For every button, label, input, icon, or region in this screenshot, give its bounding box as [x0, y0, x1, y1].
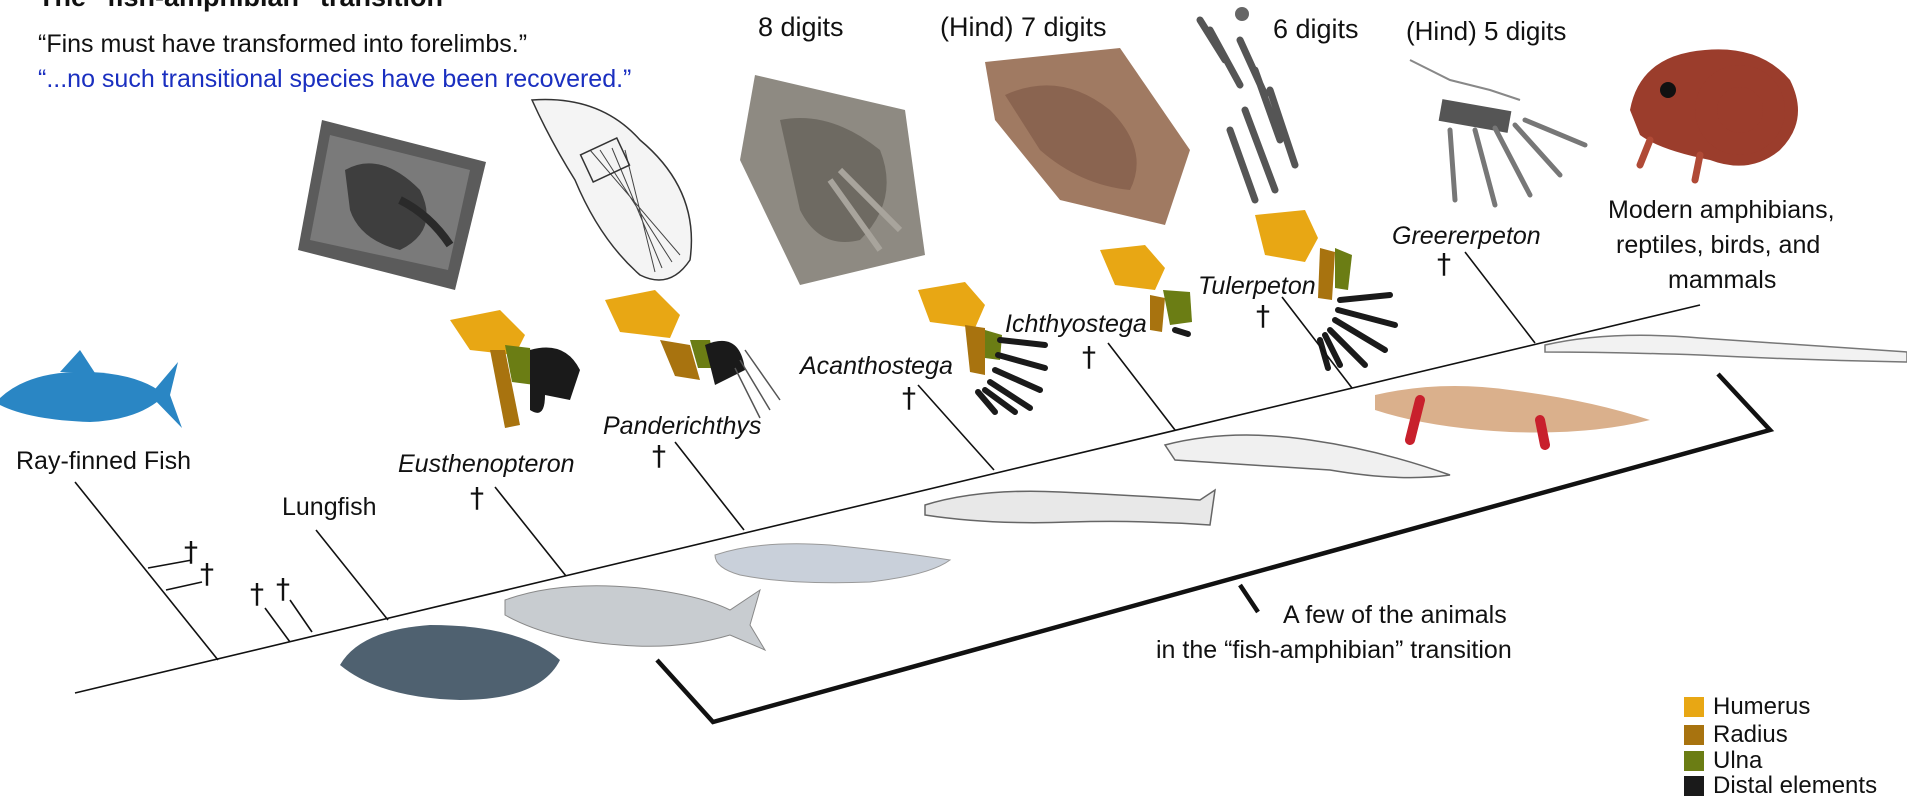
legend-swatch-radius [1684, 725, 1704, 745]
acanthostega-limb-bones [918, 282, 1045, 412]
eusthenopteron-body-image [505, 586, 765, 650]
label-acanthostega: Acanthostega [800, 352, 953, 381]
acanthostega-fossil-photo [740, 75, 925, 285]
ichthyostega-fossil-photo [985, 48, 1190, 225]
legend-label-ulna: Ulna [1713, 750, 1762, 772]
extinct-dagger-3: † [250, 580, 264, 608]
label-lungfish: Lungfish [282, 493, 377, 522]
label-eusthenopteron: Eusthenopteron [398, 450, 575, 479]
label-greererpeton: Greererpeton [1392, 222, 1541, 251]
extinct-dagger-2: † [200, 560, 214, 588]
ray-finned-fish-image [0, 350, 182, 428]
acanthostega-skeleton-image [925, 490, 1215, 525]
extinct-dagger-greererpeton: † [1437, 250, 1451, 278]
extinct-branch-2 [166, 582, 202, 590]
extinct-dagger-panderichthys: † [652, 442, 666, 470]
digits-label-6: 6 digits [1273, 14, 1359, 45]
ichthyostega-branch [1108, 343, 1175, 430]
legend-label-radius: Radius [1713, 724, 1788, 746]
panderichthys-body-image [715, 544, 950, 583]
lungfish-branch [316, 530, 388, 620]
panderichthys-limb-bones [605, 290, 780, 418]
legend-swatch-distal-elements [1684, 776, 1704, 796]
legend-swatch-humerus [1684, 697, 1704, 717]
label-tulerpeton: Tulerpeton [1198, 272, 1316, 301]
extinct-branch-4 [290, 600, 312, 632]
legend-item-distal-elements: Distal elements [1684, 775, 1877, 797]
page-title: The “fish-amphibian” transition [38, 0, 443, 13]
label-panderichthys: Panderichthys [603, 412, 761, 441]
lungfish-image [340, 625, 560, 700]
extinct-dagger-1: † [184, 538, 198, 566]
legend-item-humerus: Humerus [1684, 696, 1810, 718]
extinct-dagger-ichthyostega: † [1082, 343, 1096, 371]
panderichthys-fin-drawing [532, 100, 691, 281]
legend-item-ulna: Ulna [1684, 750, 1762, 772]
extinct-dagger-acanthostega: † [902, 384, 916, 412]
greererpeton-branch [1465, 252, 1535, 343]
legend-swatch-ulna [1684, 751, 1704, 771]
label-ray-finned-fish: Ray-finned Fish [16, 447, 191, 476]
panderichthys-branch [675, 442, 744, 530]
digits-label-hind-5: (Hind) 5 digits [1406, 16, 1566, 47]
bracket-caption-line-2: in the “fish-amphibian” transition [1156, 636, 1512, 665]
tulerpeton-body-image [1375, 386, 1650, 445]
ray-finned-fish-branch [75, 482, 218, 660]
greererpeton-skeleton-drawing [1410, 60, 1585, 205]
extinct-dagger-eusthenopteron: † [470, 484, 484, 512]
extinct-branch-3 [265, 608, 290, 642]
greererpeton-skeleton-image [1545, 335, 1907, 362]
eusthenopteron-branch [495, 487, 566, 576]
eusthenopteron-fossil-photo [298, 120, 486, 290]
digits-label-hind-7: (Hind) 7 digits [940, 12, 1107, 43]
label-modern-line-1: Modern amphibians, [1608, 196, 1835, 225]
salamander-photo [1630, 49, 1798, 180]
legend-label-humerus: Humerus [1713, 696, 1810, 718]
legend-label-distal-elements: Distal elements [1713, 775, 1877, 797]
bracket-caption-line-1: A few of the animals [1283, 601, 1507, 630]
quote-line-2: “...no such transitional species have be… [38, 65, 631, 94]
legend-item-radius: Radius [1684, 724, 1788, 746]
quote-line-1: “Fins must have transformed into forelim… [38, 30, 527, 59]
label-modern-line-2: reptiles, birds, and [1616, 231, 1820, 260]
label-ichthyostega: Ichthyostega [1005, 310, 1147, 339]
label-modern-line-3: mammals [1668, 266, 1776, 295]
extinct-dagger-tulerpeton: † [1256, 302, 1270, 330]
extinct-dagger-4: † [276, 575, 290, 603]
eusthenopteron-limb-bones [450, 310, 580, 428]
digits-label-8: 8 digits [758, 12, 844, 43]
